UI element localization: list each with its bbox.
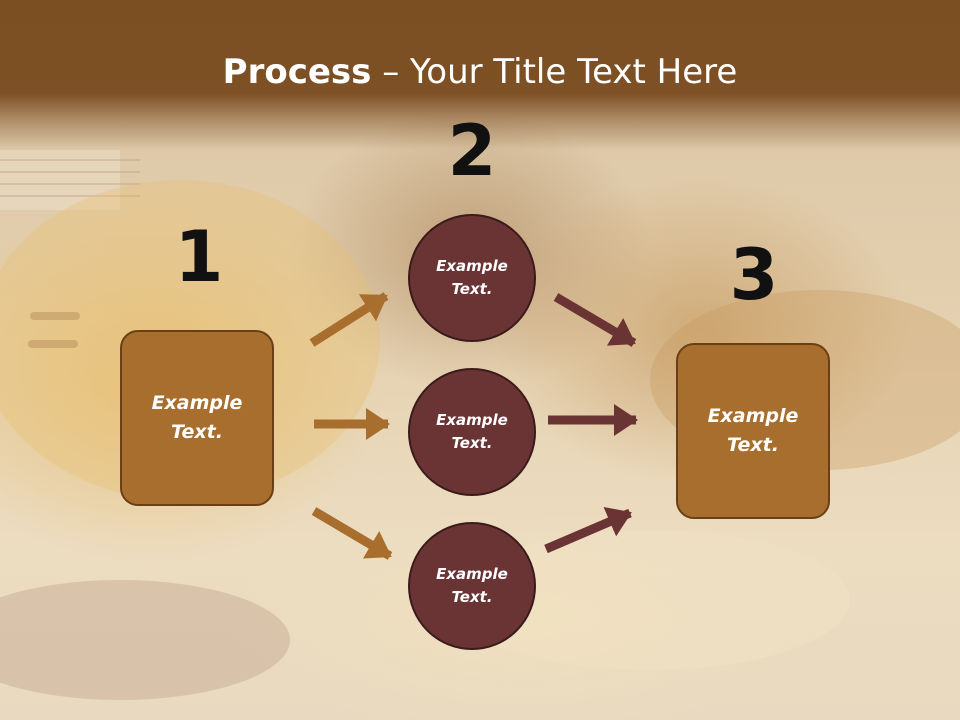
step-3-label-line2: Text.: [727, 434, 779, 456]
title-separator: –: [371, 52, 411, 92]
arrow-top-to-3: [553, 293, 637, 347]
step-number-2: 2: [447, 110, 497, 192]
step-number-1: 1: [174, 216, 224, 298]
step-1-label-line2: Text.: [171, 421, 223, 443]
step-number-3: 3: [729, 234, 779, 316]
node-bottom-label-line1: Example: [436, 565, 508, 583]
node-top-label-line2: Text.: [451, 280, 493, 298]
arrow-1-to-bottom: [311, 507, 393, 560]
node-bottom-circle: Example Text.: [408, 522, 536, 650]
step-3-label-line1: Example: [707, 405, 799, 427]
title-rest: Your Title Text Here: [410, 52, 738, 92]
node-top-circle: Example Text.: [408, 214, 536, 342]
arrow-bottom-to-3: [544, 506, 632, 554]
step-1-label-line1: Example: [151, 392, 243, 414]
slide-title: Process – Your Title Text Here: [0, 52, 960, 92]
step-3-box: Example Text.: [676, 343, 830, 519]
node-middle-circle: Example Text.: [408, 368, 536, 496]
node-bottom-label-line2: Text.: [451, 588, 493, 606]
node-middle-label-line2: Text.: [451, 434, 493, 452]
title-bar: [0, 0, 960, 150]
title-bold: Process: [222, 52, 372, 92]
step-1-box: Example Text.: [120, 330, 274, 506]
node-middle-label-line1: Example: [436, 411, 508, 429]
node-top-label-line1: Example: [436, 257, 508, 275]
arrow-1-to-top: [309, 292, 389, 347]
